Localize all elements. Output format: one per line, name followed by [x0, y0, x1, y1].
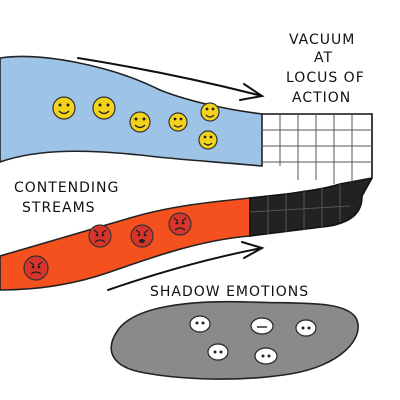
contending-label-line2: STREAMS: [22, 200, 96, 216]
bottom-arrow-icon: [107, 241, 265, 291]
shadow-emotions-label: SHADOW EMOTIONS: [150, 284, 309, 300]
angry-face-icon: [130, 224, 154, 248]
vacuum-label-line3: LOCUS OF: [286, 70, 365, 86]
smiley-face-icon: [168, 112, 188, 132]
neutral-face-icon: [254, 347, 278, 365]
angry-face-icon: [23, 255, 49, 281]
angry-face-icon: [88, 224, 112, 248]
vacuum-label-line2: AT: [314, 50, 333, 66]
neutral-face-icon: [207, 343, 229, 361]
smiley-face-icon: [200, 102, 220, 122]
contending-label-line1: CONTENDING: [14, 180, 119, 196]
neutral-face-icon: [295, 319, 317, 337]
smiley-face-icon: [52, 96, 76, 120]
neutral-face-icon: [250, 317, 274, 335]
vacuum-block: [249, 113, 373, 237]
vacuum-label-line1: VACUUM: [289, 32, 355, 48]
shadow-emotions-blob: [110, 300, 359, 380]
smiley-face-icon: [129, 111, 151, 133]
blue-stream: [0, 55, 263, 167]
smiley-face-icon: [198, 130, 218, 150]
smiley-face-icon: [92, 96, 116, 120]
neutral-faces: [189, 315, 317, 365]
happy-faces: [52, 96, 220, 150]
top-arrow-icon: [77, 57, 265, 101]
angry-faces: [23, 212, 192, 281]
angry-face-icon: [168, 212, 192, 236]
vacuum-label-line4: ACTION: [292, 90, 351, 106]
neutral-face-icon: [189, 315, 211, 333]
